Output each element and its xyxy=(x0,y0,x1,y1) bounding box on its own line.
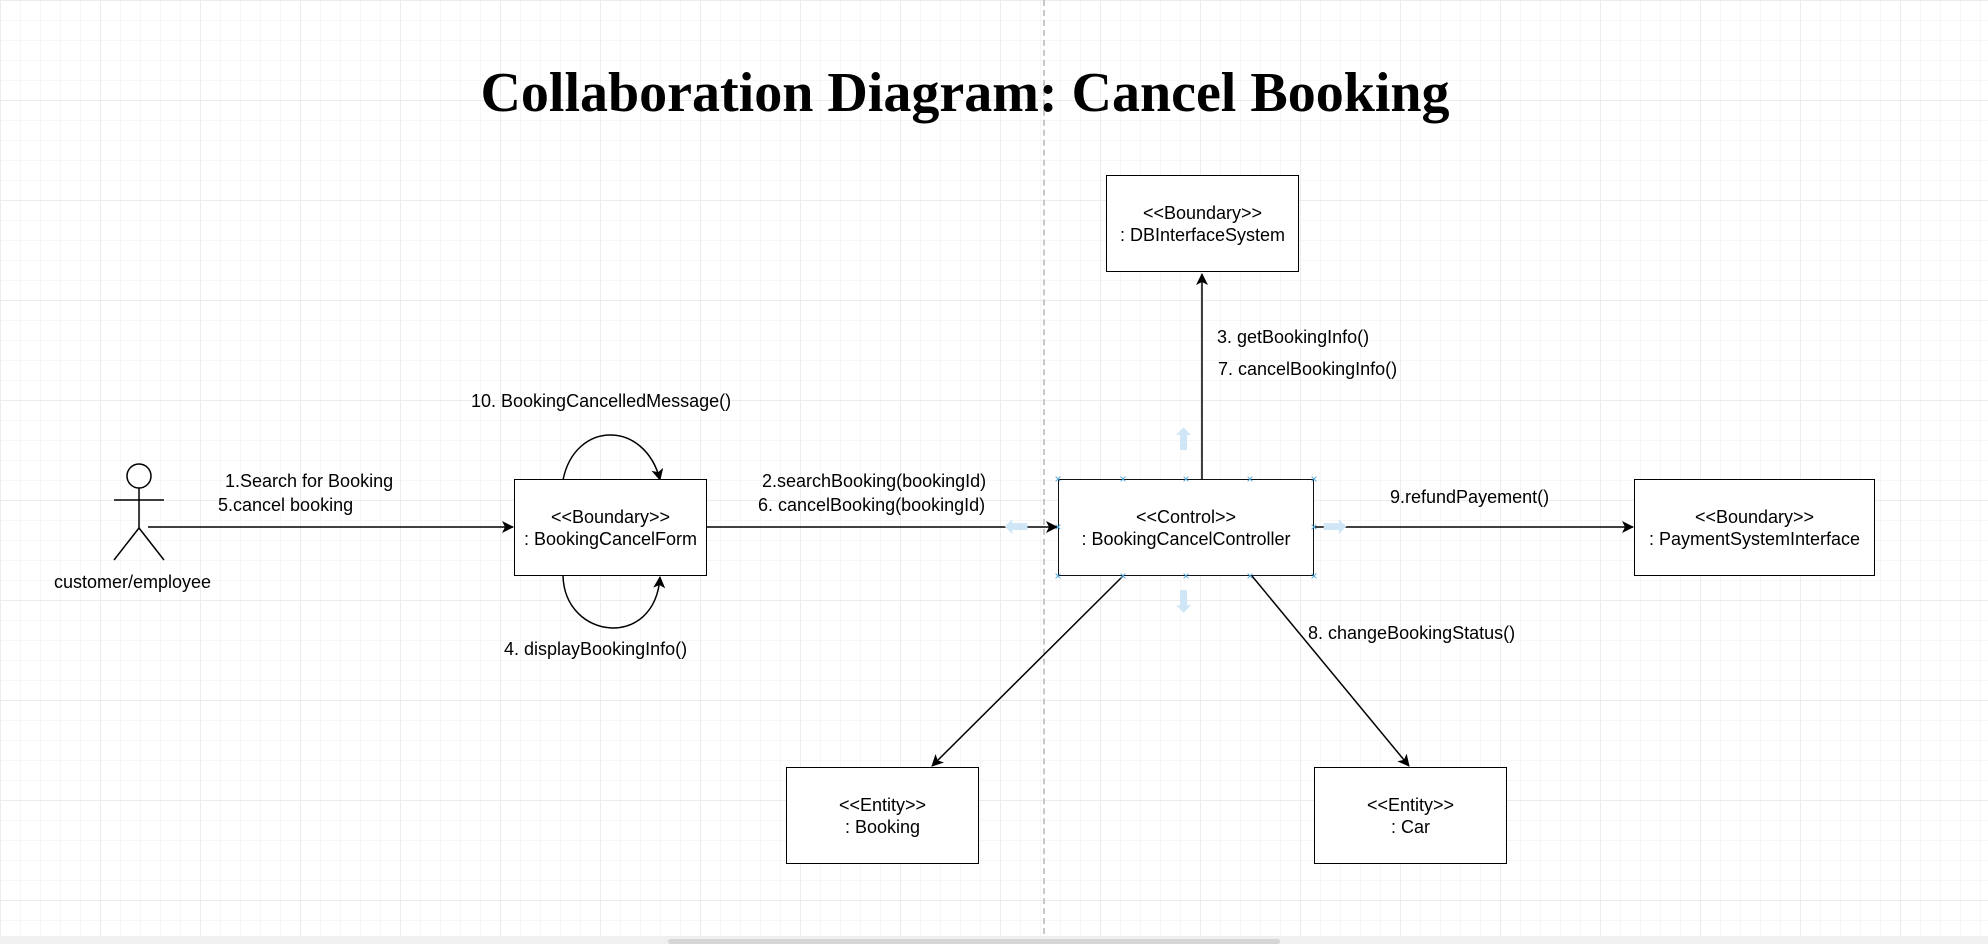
connector-controller-booking[interactable] xyxy=(931,575,1124,767)
object-car[interactable]: <<Entity>> : Car xyxy=(1314,767,1507,864)
self-loop-top[interactable] xyxy=(562,434,664,481)
message-label: 7. cancelBookingInfo() xyxy=(1218,359,1398,379)
message-label: 10. BookingCancelledMessage() xyxy=(471,391,732,411)
stereotype-label: <<Boundary>> xyxy=(550,506,671,527)
object-booking-cancel-form[interactable]: <<Boundary>> : BookingCancelForm xyxy=(514,479,707,576)
actor-label: customer/employee xyxy=(54,572,212,592)
self-loop-bottom[interactable] xyxy=(562,575,666,629)
connector-controller-car[interactable] xyxy=(1251,575,1410,767)
object-name: : Booking xyxy=(844,816,921,837)
stereotype-label: <<Control>> xyxy=(1135,506,1237,527)
actor-figure[interactable] xyxy=(113,463,165,561)
arrow-up-icon[interactable]: ⬆ xyxy=(1171,424,1197,457)
arrow-left-icon[interactable]: ⬅ xyxy=(1004,510,1030,543)
object-payment-system-interface[interactable]: <<Boundary>> : PaymentSystemInterface xyxy=(1634,479,1875,576)
resize-handle[interactable]: × xyxy=(1246,472,1254,486)
stereotype-label: <<Entity>> xyxy=(1366,794,1455,815)
object-name: : PaymentSystemInterface xyxy=(1648,528,1861,549)
message-label: 5.cancel booking xyxy=(218,495,354,515)
message-label: 2.searchBooking(bookingId) xyxy=(762,471,987,491)
resize-handle[interactable]: × xyxy=(1054,520,1062,534)
arrow-right-icon[interactable]: ➡ xyxy=(1322,510,1348,543)
message-label: 6. cancelBooking(bookingId) xyxy=(758,495,986,515)
page-break-divider xyxy=(1043,0,1045,944)
stereotype-label: <<Boundary>> xyxy=(1694,506,1815,527)
message-label: 1.Search for Booking xyxy=(225,471,394,491)
message-label: 4. displayBookingInfo() xyxy=(504,639,688,659)
resize-handle[interactable]: × xyxy=(1054,472,1062,486)
object-name: : BookingCancelController xyxy=(1081,528,1291,549)
resize-handle[interactable]: × xyxy=(1310,569,1318,583)
resize-handle[interactable]: × xyxy=(1246,569,1254,583)
stereotype-label: <<Entity>> xyxy=(838,794,927,815)
object-name: : BookingCancelForm xyxy=(523,528,698,549)
resize-handle[interactable]: × xyxy=(1310,472,1318,486)
object-booking-cancel-controller[interactable]: <<Control>> : BookingCancelController xyxy=(1058,479,1314,576)
resize-handle[interactable]: × xyxy=(1054,569,1062,583)
arrow-down-icon[interactable]: ⬇ xyxy=(1171,586,1197,619)
object-db-interface-system[interactable]: <<Boundary>> : DBInterfaceSystem xyxy=(1106,175,1299,272)
stereotype-label: <<Boundary>> xyxy=(1142,202,1263,223)
resize-handle[interactable]: × xyxy=(1182,472,1190,486)
message-label: 9.refundPayement() xyxy=(1390,487,1550,507)
resize-handle[interactable]: × xyxy=(1119,569,1127,583)
object-name: : Car xyxy=(1390,816,1430,837)
object-booking[interactable]: <<Entity>> : Booking xyxy=(786,767,979,864)
horizontal-scrollbar-thumb[interactable] xyxy=(668,939,1280,944)
object-name: : DBInterfaceSystem xyxy=(1119,224,1286,245)
resize-handle[interactable]: × xyxy=(1310,520,1318,534)
diagram-title: Collaboration Diagram: Cancel Booking xyxy=(480,62,1450,124)
resize-handle[interactable]: × xyxy=(1119,472,1127,486)
resize-handle[interactable]: × xyxy=(1182,569,1190,583)
message-label: 8. changeBookingStatus() xyxy=(1308,623,1516,643)
message-label: 3. getBookingInfo() xyxy=(1217,327,1370,347)
